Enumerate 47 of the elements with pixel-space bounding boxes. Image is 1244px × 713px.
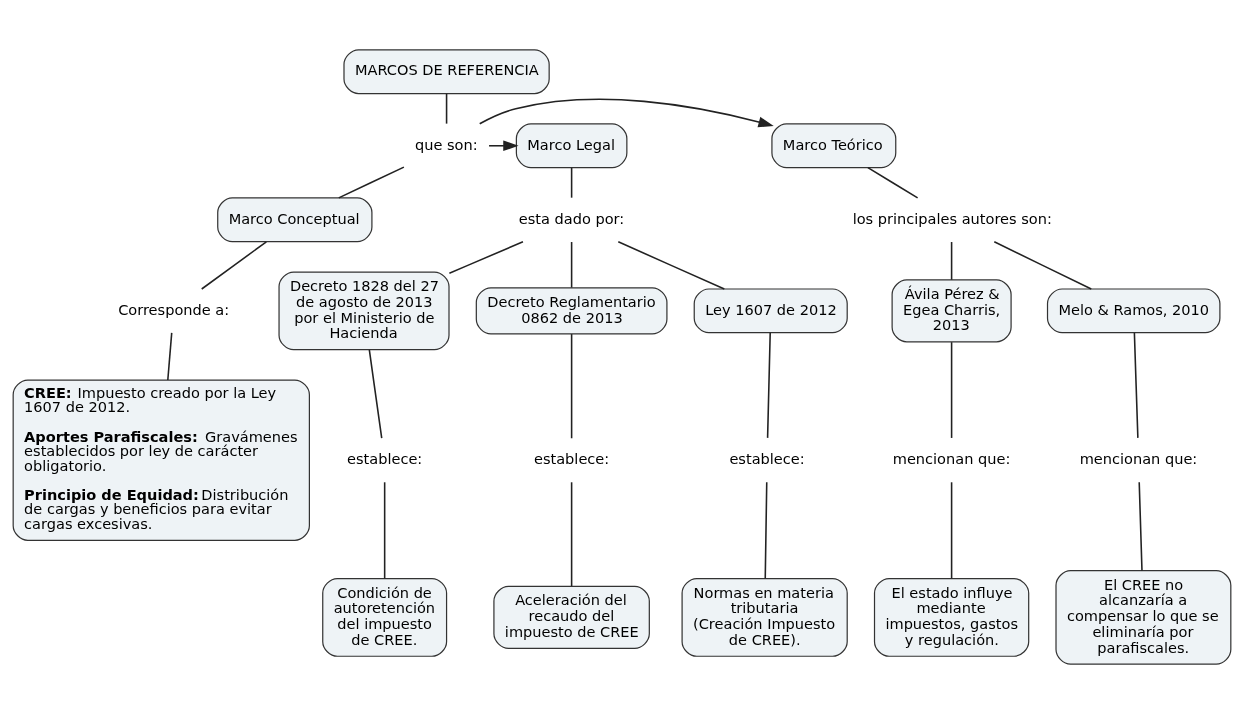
node-box: Marco Legal [515,122,628,168]
node-box: Marco Conceptual [217,196,373,242]
node-box: El CREE no alcanzaría a compensar lo que se eliminaría por parafiscales. [1055,569,1232,665]
connector [1133,331,1139,439]
connector [167,331,173,381]
node-box: Aceleración del recaudo del impuesto de CREE [493,585,650,649]
connector [950,481,953,579]
connector [570,166,573,198]
connector [337,165,405,199]
connector [200,240,268,290]
connector [368,348,383,439]
connector [950,340,953,439]
connector [445,92,448,124]
arrow [478,98,774,127]
connector [570,332,573,439]
connector [448,240,524,274]
node-box: Ley 1607 de 2012 [693,287,848,333]
node-text: Corresponde a: [118,300,230,318]
connector [1138,481,1143,571]
connector [570,240,573,288]
node-box: Decreto 1828 del 27 de agosto de 2013 por el Ministerio de Hacienda [278,270,450,350]
node-text: establece: [729,449,805,467]
connector [766,331,771,439]
node-text: establece: [347,449,423,467]
connector [993,240,1093,290]
node-text: establece: [533,449,610,467]
connector [617,240,726,290]
node-box: Normas en materia tributaria (Creación Impuesto de CREE). [681,577,848,657]
node-text: los principales autores son: [852,209,1052,227]
node-text: esta dado por: [518,209,625,227]
connector [867,166,919,199]
node-text: mencionan que: [892,449,1011,467]
connector [383,481,386,579]
node-box: Decreto Reglamentario 0862 de 2013 [475,286,668,335]
node-box: El estado influye mediante impuestos, gastos y regulación. [873,577,1030,657]
node-box: Ávila Pérez & Egea Charris, 2013 [891,278,1012,342]
node-box: Melo & Ramos, 2010 [1046,287,1221,333]
connector [950,240,953,281]
node-text: que son: [415,135,478,153]
node-box: MARCOS DE REFERENCIA [343,48,550,94]
node-text: mencionan que: [1079,449,1198,467]
arrow [488,139,519,151]
node-box: Condición de autoretención del impuesto de CREE. [322,577,448,657]
node-box: Marco Teórico [771,122,897,168]
connector [764,481,768,579]
node-box: CREE: Impuesto creado por la Ley 1607 de 2012. Aportes Parafiscales: Gravámenes establecidos por ley de carácter obligatorio. Principio de Equidad: Distribución de cargas y beneficios para evitar cargas excesivas. [12,378,310,541]
connector [570,481,573,587]
